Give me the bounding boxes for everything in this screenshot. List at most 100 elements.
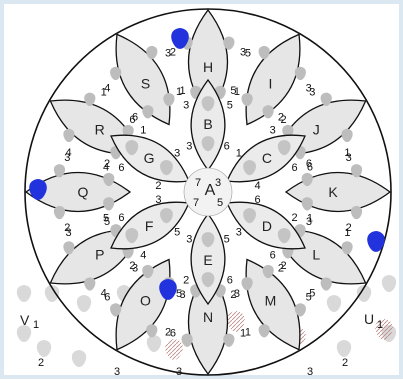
hub-number: 7	[195, 177, 201, 189]
petal-number: 6	[270, 250, 276, 262]
petal-number: 2	[155, 180, 161, 192]
petal-ornament	[54, 206, 65, 219]
petal-ornament	[351, 206, 362, 219]
petal-number: 6	[307, 162, 313, 174]
petal-number: 4	[101, 288, 107, 300]
petal-number: 2	[291, 212, 297, 224]
corner-right-letter: U	[364, 311, 374, 327]
petal-number: 2	[280, 114, 286, 126]
petal-number: 2	[104, 158, 110, 170]
petal-number: 3	[165, 48, 171, 60]
background-ornament	[17, 285, 31, 302]
background-ornament	[327, 295, 341, 312]
corner-left-letter: V	[20, 312, 30, 328]
petal-number: 1	[240, 328, 246, 340]
petal-ornament	[182, 334, 193, 347]
petal-ornament	[103, 197, 114, 210]
petal-o: O5326	[104, 260, 182, 350]
petal-label: L	[312, 247, 320, 263]
petal-number: 2	[64, 222, 70, 234]
background-ornament	[147, 335, 161, 352]
petal-number: 5	[103, 212, 109, 224]
petal-number: 1	[344, 227, 350, 239]
bottom-number: 2	[38, 357, 44, 369]
petal-number: 2	[129, 260, 135, 272]
petal-number: 6	[224, 141, 230, 153]
petal-ornament	[263, 105, 274, 118]
petal-ornament	[110, 67, 121, 80]
petal-number: 6	[132, 111, 138, 123]
background-ornament	[382, 275, 396, 292]
petal-label: J	[313, 122, 320, 138]
petal-label: C	[262, 150, 272, 166]
petal-number: 4	[104, 83, 110, 95]
petal-ornament	[223, 334, 234, 347]
petal-label: D	[262, 218, 272, 234]
petal-ornament	[142, 105, 153, 118]
petal-label: N	[203, 309, 213, 325]
petal-number: 3	[186, 233, 192, 245]
petal-number: 3	[309, 86, 315, 98]
petal-ornament	[295, 67, 306, 80]
hub-number: 7	[193, 197, 199, 209]
petal-number: 3	[346, 152, 352, 164]
petal-label: B	[203, 116, 212, 132]
corner-label-right: U 1	[364, 311, 383, 331]
corner-right-sub: 1	[377, 319, 383, 331]
petal-label: M	[265, 292, 277, 308]
bottom-number: 3	[114, 366, 120, 378]
petal-g: G2361	[111, 124, 189, 192]
petal-number: 3	[174, 148, 180, 160]
petal-number: 4	[66, 147, 72, 159]
petal-number: 1	[234, 86, 240, 98]
petal-label: K	[328, 184, 338, 200]
petal-number: 6	[118, 212, 124, 224]
petal-label: P	[95, 247, 104, 263]
petal-ornament	[341, 129, 352, 142]
petal-label: Q	[78, 184, 89, 200]
petal-ornament	[302, 197, 313, 210]
background-ornament	[72, 350, 86, 367]
petal-number: 5	[174, 226, 180, 238]
petal-s: S6143	[104, 34, 182, 124]
petal-label: S	[141, 76, 150, 92]
bottom-number: 2	[342, 357, 348, 369]
petal-ornament	[63, 129, 74, 142]
petal-number: 2	[183, 274, 189, 286]
petal-number: 5	[245, 48, 251, 60]
petal-number: 5	[176, 288, 182, 300]
petal-outline	[286, 173, 390, 212]
petal-c: C1436	[227, 124, 305, 192]
corner-left-sub: 1	[33, 319, 39, 331]
hatched-ornament	[165, 339, 183, 360]
petal-number: 6	[254, 194, 260, 206]
petal-number: 4	[254, 180, 260, 192]
petal-ornament	[259, 324, 270, 337]
petal-number: 3	[236, 226, 242, 238]
petal-label: E	[203, 252, 212, 268]
bottom-number: 3	[176, 366, 182, 378]
petal-number: 2	[165, 326, 171, 338]
background-ornament	[77, 295, 91, 312]
petal-number: 5	[306, 291, 312, 303]
hub-number: 5	[217, 197, 223, 209]
petal-number: 5	[227, 100, 233, 112]
petal-number: 3	[183, 100, 189, 112]
background-ornament	[37, 340, 51, 357]
petal-label: H	[203, 59, 213, 75]
bottom-number: 3	[307, 366, 313, 378]
petal-ornament	[84, 277, 95, 290]
hub-number: 3	[215, 177, 221, 189]
petal-number: 2	[230, 289, 236, 301]
background-ornament	[337, 340, 351, 357]
petal-label: G	[144, 150, 155, 166]
petal-number: 5	[224, 233, 230, 245]
petal-label: O	[140, 292, 151, 308]
petal-number: 3	[306, 216, 312, 228]
petal-number: 3	[155, 194, 161, 206]
petal-number: 1	[140, 124, 146, 136]
